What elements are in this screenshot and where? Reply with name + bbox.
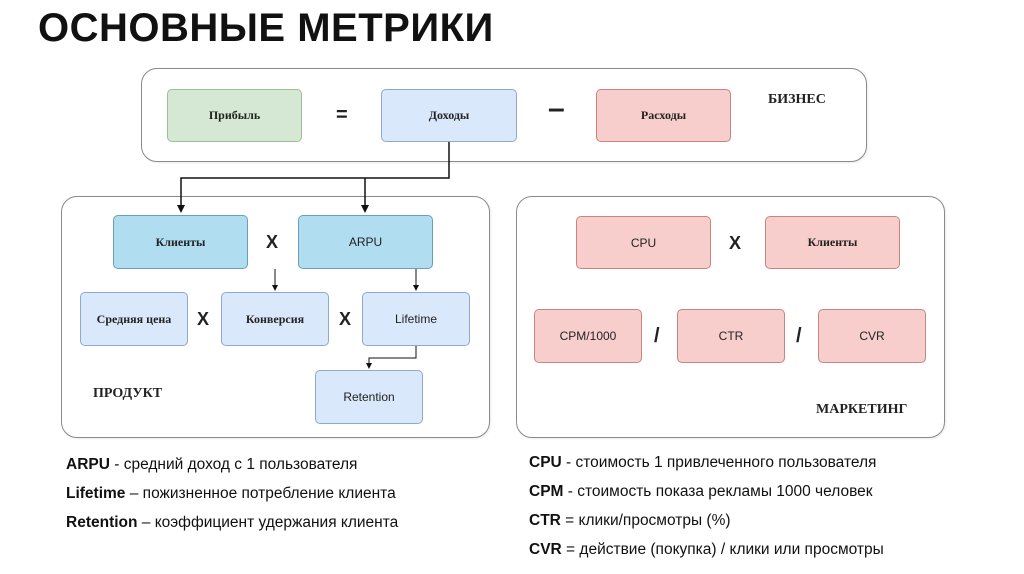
equals-sign: =	[336, 104, 348, 126]
divide-sign-ctr-cvr: /	[796, 325, 802, 347]
revenue-to-clients-arpu-arrows	[177, 142, 450, 213]
cpu-box: CPU	[576, 216, 711, 269]
legend-arpu: ARPU - средний доход с 1 пользователя	[66, 456, 358, 473]
times-sign-conversion-lifetime: X	[339, 309, 352, 329]
legend-cvr: CVR = действие (покупка) / клики или про…	[529, 541, 884, 558]
legend-lifetime: Lifetime – пожизненное потребление клиен…	[66, 485, 396, 502]
cpm-box: CPM/1000	[534, 309, 642, 363]
times-sign-cpu-clients: X	[729, 233, 742, 253]
times-sign-price-conversion: X	[197, 309, 210, 329]
times-sign-clients-arpu: X	[266, 232, 279, 252]
legend-cpm: CPM - стоимость показа рекламы 1000 чело…	[529, 483, 873, 500]
legend-right: CPU - стоимость 1 привлеченного пользова…	[529, 448, 884, 564]
ctr-box: CTR	[677, 309, 785, 363]
arpu-box: ARPU	[298, 215, 433, 269]
cvr-box: CVR	[818, 309, 926, 363]
marketing-label: МАРКЕТИНГ	[816, 402, 908, 417]
clients-box: Клиенты	[113, 215, 248, 269]
lifetime-box: Lifetime	[362, 292, 470, 346]
product-label: ПРОДУКТ	[93, 386, 163, 401]
page-title: ОСНОВНЫЕ МЕТРИКИ	[38, 6, 494, 50]
avg-price-box: Средняя цена	[80, 292, 188, 346]
profit-box: Прибыль	[167, 89, 302, 142]
minus-sign: –	[548, 92, 565, 125]
business-label: БИЗНЕС	[768, 92, 826, 107]
divide-sign-cpm-ctr: /	[654, 325, 660, 347]
expenses-box: Расходы	[596, 89, 731, 142]
legend-cpu: CPU - стоимость 1 привлеченного пользова…	[529, 454, 877, 471]
arpu-to-sub-metrics-arrows	[272, 269, 419, 291]
legend-retention: Retention – коэффициент удержания клиент…	[66, 514, 399, 531]
lifetime-to-retention-arrow	[366, 346, 417, 369]
legend-left: ARPU - средний доход с 1 пользователя Li…	[66, 450, 398, 537]
conversion-box: Конверсия	[221, 292, 329, 346]
legend-ctr: CTR = клики/просмотры (%)	[529, 512, 731, 529]
retention-box: Retention	[315, 370, 423, 424]
revenue-box: Доходы	[381, 89, 517, 142]
marketing-clients-box: Клиенты	[765, 216, 900, 269]
